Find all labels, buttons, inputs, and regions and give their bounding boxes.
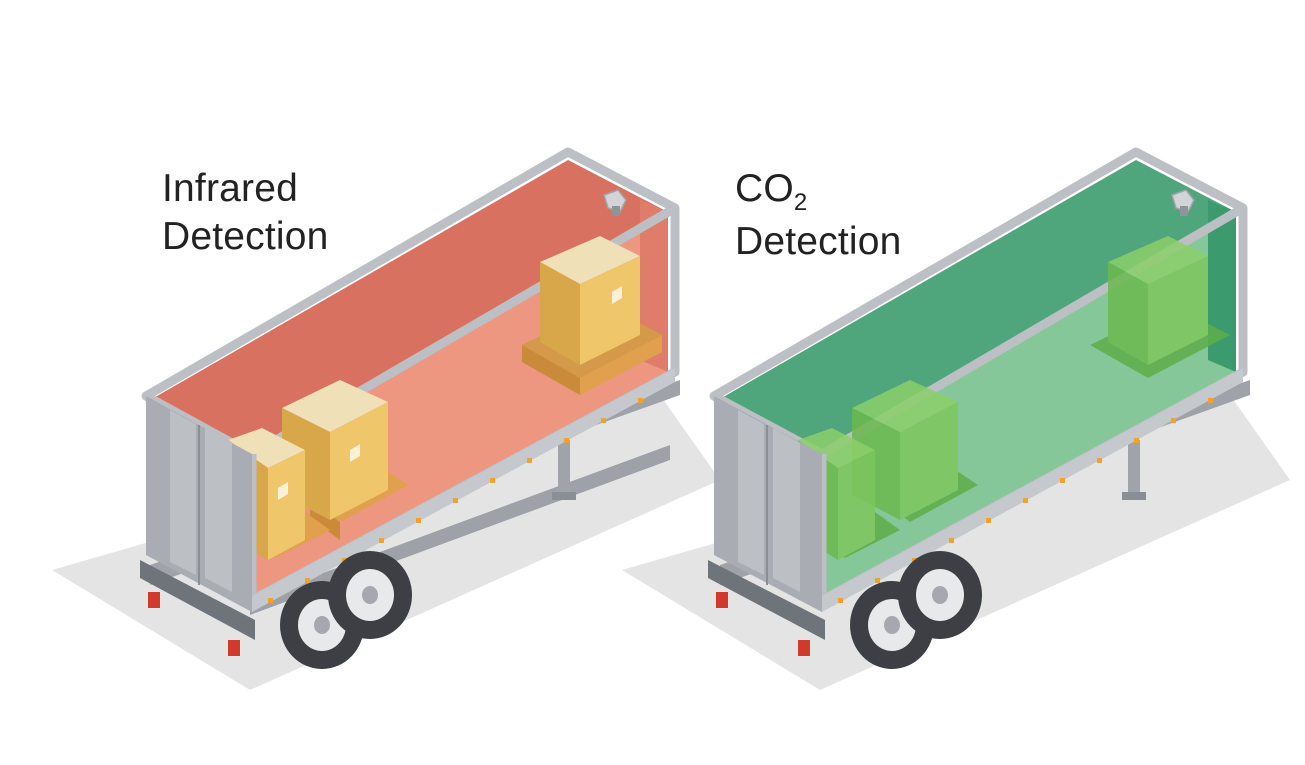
crate-icon bbox=[852, 380, 978, 522]
tail-light-icon bbox=[716, 592, 728, 608]
wheel-icon bbox=[898, 551, 982, 639]
marker-lights bbox=[838, 398, 1213, 603]
crate-icon bbox=[282, 380, 408, 540]
side-rail bbox=[252, 368, 675, 612]
landing-gear bbox=[558, 440, 570, 498]
infrared-detection-title: Infrared Detection bbox=[162, 165, 329, 261]
infrared-interior-wall bbox=[150, 160, 668, 460]
title-line-2: Detection bbox=[735, 220, 902, 263]
crate-icon bbox=[1090, 236, 1230, 378]
trailer-infrared bbox=[52, 147, 720, 690]
sensor-icon bbox=[603, 189, 627, 216]
title-line-1: CO2 bbox=[735, 165, 902, 218]
sensor-icon bbox=[1171, 189, 1195, 216]
title-line-1: Infrared bbox=[162, 167, 299, 210]
tail-light-icon bbox=[798, 640, 810, 656]
wheel-icon bbox=[328, 551, 412, 639]
side-rail bbox=[822, 368, 1243, 612]
landing-gear bbox=[1128, 440, 1140, 498]
tail-light-icon bbox=[148, 592, 160, 608]
tail-light-icon bbox=[228, 640, 240, 656]
co2-detection-title: CO2 Detection bbox=[735, 165, 902, 266]
crate-icon bbox=[522, 236, 662, 395]
co2-subscript: 2 bbox=[793, 189, 808, 216]
trailer-co2 bbox=[622, 147, 1290, 690]
co2-interior-wall bbox=[718, 160, 1236, 460]
title-line-2: Detection bbox=[162, 215, 329, 258]
co2-main: CO bbox=[735, 167, 794, 210]
